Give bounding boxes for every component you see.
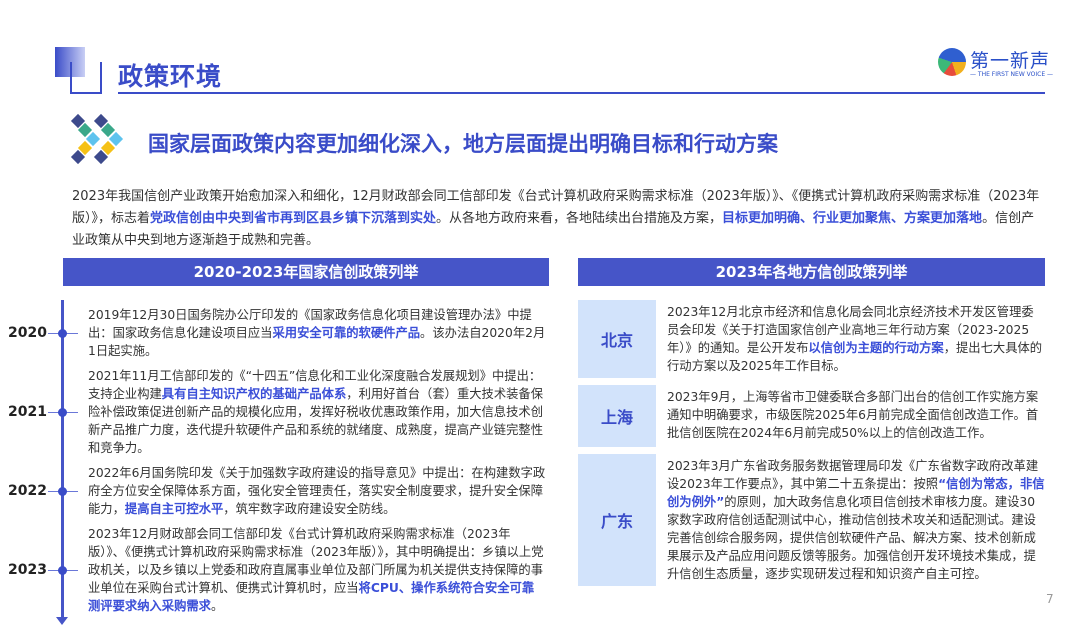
local-policy-row: 北京 2023年12月北京市经济和信息化局会同北京经济技术开发区管理委员会印发《… bbox=[578, 300, 1045, 378]
entry-text: ，提出七大具体的行动方案以及2025年工作目标。 bbox=[667, 341, 1043, 373]
page-title: 政策环境 bbox=[118, 62, 223, 91]
local-policy-row: 广东 2023年3月广东省政务服务数据管理局印发《广东省数字政府改革建设2023… bbox=[578, 454, 1045, 586]
city-label-guangdong: 广东 bbox=[578, 454, 656, 586]
entry-text: 2023年9月，上海等省市卫健委联合多部门出台的信创工作实施方案通知中明确要求，… bbox=[667, 390, 1039, 440]
local-policy-entry: 2023年12月北京市经济和信息化局会同北京经济技术开发区管理委员会印发《关于打… bbox=[667, 300, 1045, 378]
intro-highlight: 目标更加明确、行业更加聚焦、方案更加落地 bbox=[722, 211, 983, 226]
entry-text: ，筑牢数字政府建设安全防线。 bbox=[223, 502, 396, 516]
city-label-shanghai: 上海 bbox=[578, 385, 656, 447]
entry-highlight: “信创为常态，非信创为例外” bbox=[667, 477, 1045, 509]
logo-name: 第一新声 bbox=[970, 50, 1051, 72]
timeline-entry: 2023年12月财政部会同工信部印发《台式计算机政府采购需求标准（2023年版）… bbox=[88, 525, 546, 615]
section-subtitle: 国家层面政策内容更加细化深入，地方层面提出明确目标和行动方案 bbox=[148, 132, 778, 156]
entry-text: 2019年12月30日国务院办公厅印发的《国家政务信息化项目建设管理办法》中提出… bbox=[88, 308, 532, 340]
entry-text: 2023年12月财政部会同工信部印发《台式计算机政府采购需求标准（2023年版）… bbox=[88, 527, 544, 595]
logo-tagline: — THE FIRST NEW VOICE — bbox=[970, 71, 1054, 78]
diamond-pattern-icon bbox=[70, 113, 126, 165]
timeline-row: 2022 2022年6月国务院印发《关于加强数字政府建设的指导意见》中提出：在构… bbox=[0, 464, 549, 518]
timeline-row: 2023 2023年12月财政部会同工信部印发《台式计算机政府采购需求标准（20… bbox=[0, 525, 549, 615]
entry-text: 2022年6月国务院印发《关于加强数字政府建设的指导意见》中提出：在构建数字政府… bbox=[88, 466, 546, 516]
entry-text: 。 bbox=[210, 599, 224, 613]
timeline-year: 2023 bbox=[8, 562, 47, 578]
local-policy-row: 上海 2023年9月，上海等省市卫健委联合多部门出台的信创工作实施方案通知中明确… bbox=[578, 385, 1045, 447]
timeline-year: 2020 bbox=[8, 325, 47, 341]
national-policy-header: 2020-2023年国家信创政策列举 bbox=[63, 258, 549, 286]
entry-highlight: 提高自主可控水平 bbox=[124, 502, 224, 516]
intro-highlight: 党政信创由中央到省市再到区县乡镇下沉落到实处 bbox=[150, 211, 437, 226]
entry-text: 。该办法自2020年2月1日起实施。 bbox=[88, 326, 546, 358]
timeline-dot bbox=[58, 566, 67, 575]
entry-text: 2023年3月广东省政务服务数据管理局印发《广东省数字政府改革建设2023年工作… bbox=[667, 459, 1039, 491]
national-timeline: 2020 2019年12月30日国务院办公厅印发的《国家政务信息化项目建设管理办… bbox=[0, 300, 549, 625]
intro-text: 2023年我国信创产业政策开始愈加深入和细化，12月财政部会同工信部印发《台式计… bbox=[72, 189, 1040, 226]
entry-text: 2021年11月工信部印发的《“十四五”信息化和工业化深度融合发展规划》中提出：… bbox=[88, 369, 542, 401]
timeline-dot bbox=[58, 408, 67, 417]
entry-text: 2023年12月北京市经济和信息化局会同北京经济技术开发区管理委员会印发《关于打… bbox=[667, 305, 1034, 355]
title-decoration-outline bbox=[70, 62, 102, 94]
timeline-year: 2022 bbox=[8, 483, 47, 499]
local-policy-entry: 2023年9月，上海等省市卫健委联合多部门出台的信创工作实施方案通知中明确要求，… bbox=[667, 385, 1045, 447]
local-policy-list: 北京 2023年12月北京市经济和信息化局会同北京经济技术开发区管理委员会印发《… bbox=[578, 300, 1045, 586]
entry-text: ，利用好首台（套）重大技术装备保险补偿政策促进创新产品的规模化应用，发挥好税收优… bbox=[88, 387, 544, 455]
local-policy-entry: 2023年3月广东省政务服务数据管理局印发《广东省数字政府改革建设2023年工作… bbox=[667, 454, 1045, 586]
timeline-entry: 2021年11月工信部印发的《“十四五”信息化和工业化深度融合发展规划》中提出：… bbox=[88, 367, 546, 457]
logo-mark-icon bbox=[938, 48, 966, 76]
timeline-arrow-icon bbox=[56, 617, 68, 625]
page-number: 7 bbox=[1046, 592, 1054, 606]
main-content: 2023年我国信创产业政策开始愈加深入和细化，12月财政部会同工信部印发《台式计… bbox=[0, 186, 1080, 625]
intro-text: 。从各地方政府来看，各地陆续出台措施及方案， bbox=[436, 211, 723, 226]
brand-logo: 第一新声 — THE FIRST NEW VOICE — bbox=[938, 46, 1053, 82]
intro-paragraph: 2023年我国信创产业政策开始愈加深入和细化，12月财政部会同工信部印发《台式计… bbox=[72, 186, 1044, 252]
timeline-row: 2021 2021年11月工信部印发的《“十四五”信息化和工业化深度融合发展规划… bbox=[0, 367, 549, 457]
city-label-beijing: 北京 bbox=[578, 300, 656, 378]
timeline-entry: 2022年6月国务院印发《关于加强数字政府建设的指导意见》中提出：在构建数字政府… bbox=[88, 464, 546, 518]
title-underline bbox=[118, 92, 1045, 94]
timeline-dot bbox=[58, 487, 67, 496]
timeline-year: 2021 bbox=[8, 404, 47, 420]
entry-highlight: 具有自主知识产权的基础产品体系 bbox=[161, 387, 347, 401]
timeline-entry: 2019年12月30日国务院办公厅印发的《国家政务信息化项目建设管理办法》中提出… bbox=[88, 306, 546, 360]
entry-highlight: 将CPU、操作系统符合安全可靠测评要求纳入采购需求 bbox=[88, 581, 535, 613]
entry-highlight: 以信创为主题的行动方案 bbox=[808, 341, 944, 355]
timeline-row: 2020 2019年12月30日国务院办公厅印发的《国家政务信息化项目建设管理办… bbox=[0, 306, 549, 360]
timeline-axis bbox=[61, 300, 64, 619]
timeline-dot bbox=[58, 329, 67, 338]
entry-text: 的原则，加大政务信息化项目信创技术审核力度。建设30家数字政府信创适配测试中心，… bbox=[667, 495, 1036, 581]
intro-text: 。信创产业政策从中央到地方逐渐趋于成熟和完善。 bbox=[72, 211, 1035, 248]
local-policy-header: 2023年各地方信创政策列举 bbox=[578, 258, 1045, 286]
entry-highlight: 采用安全可靠的软硬件产品 bbox=[272, 326, 421, 340]
